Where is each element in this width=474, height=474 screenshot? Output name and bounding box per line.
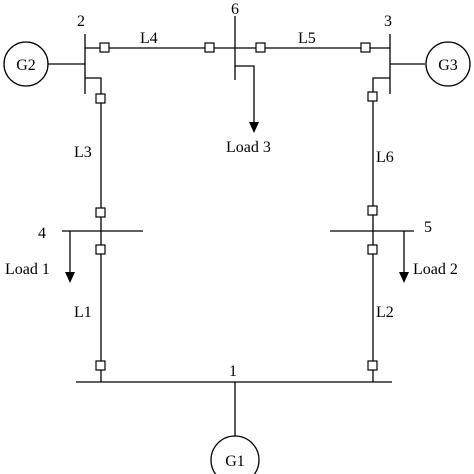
bus-6-label: 6 — [231, 1, 239, 18]
line-L2-label: L2 — [376, 304, 394, 321]
generator-G3-label: G3 — [438, 57, 458, 74]
breaker-L6-bus5 — [367, 205, 378, 216]
generator-G2 — [3, 41, 49, 87]
generator-G1-label: G1 — [225, 453, 245, 470]
load-1-label: Load 1 — [5, 261, 50, 278]
load-3-feeder — [235, 65, 255, 124]
load-2-arrow — [399, 272, 409, 283]
line-L3-label: L3 — [74, 144, 92, 161]
breaker-L5-bus3 — [360, 42, 371, 53]
breaker-L4-bus6 — [204, 42, 215, 53]
line-L5-label: L5 — [298, 30, 316, 47]
load-3-arrow — [249, 122, 259, 133]
bus-1-label: 1 — [229, 363, 237, 380]
bus-3-label: 3 — [384, 13, 392, 30]
line-L1-label: L1 — [74, 304, 92, 321]
load-1-arrow — [65, 272, 75, 283]
line-L6 — [372, 77, 390, 231]
load-2-label: Load 2 — [413, 261, 458, 278]
breaker-L6-bus3 — [367, 91, 378, 102]
generator-G3 — [425, 41, 471, 87]
bus-4-label: 4 — [38, 225, 46, 242]
line-L4-label: L4 — [140, 30, 158, 47]
breaker-L2-bus5 — [367, 244, 378, 255]
generator-G2-label: G2 — [16, 57, 36, 74]
breaker-L3-bus2 — [95, 93, 106, 104]
breaker-L3-bus4 — [95, 207, 106, 218]
breaker-L2-bus1 — [367, 360, 378, 371]
breaker-L1-bus4 — [95, 244, 106, 255]
breaker-L5-bus6 — [255, 42, 266, 53]
generator-G1 — [210, 435, 260, 474]
breaker-L1-bus1 — [95, 360, 106, 371]
breaker-L4-bus2 — [99, 42, 110, 53]
bus-5-label: 5 — [424, 219, 432, 236]
bus-2-label: 2 — [77, 13, 85, 30]
line-L6-label: L6 — [376, 149, 394, 166]
load-3-label: Load 3 — [226, 139, 271, 156]
line-L3 — [85, 77, 102, 231]
